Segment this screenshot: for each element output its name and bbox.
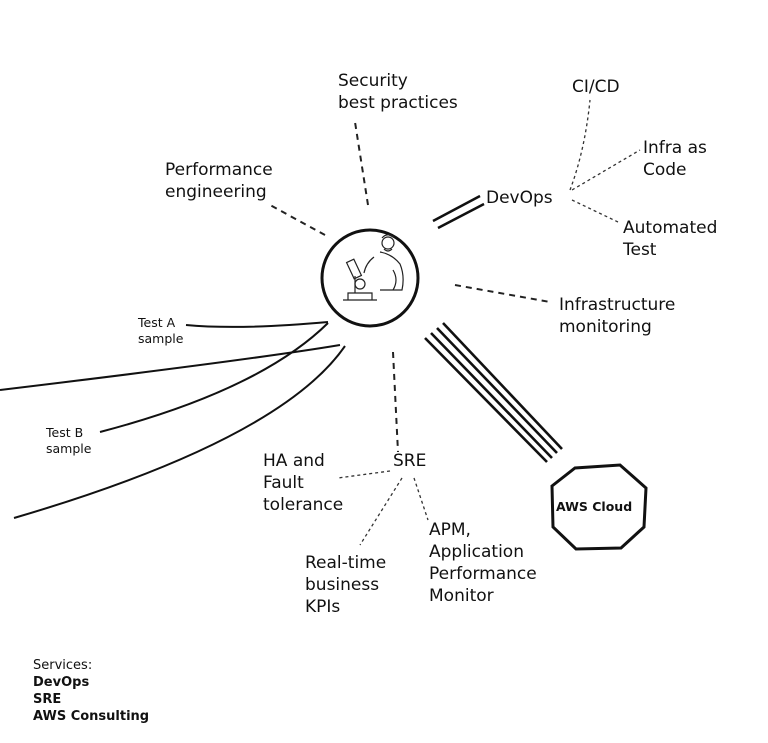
node-security-line2: best practices	[338, 93, 458, 113]
connector-cicd	[569, 99, 591, 191]
node-infra-as-code-line1: Infra as	[643, 138, 707, 158]
node-security-line1: Security	[338, 71, 408, 91]
arc-test-b-upper	[99, 322, 329, 433]
center-circle	[320, 228, 420, 328]
node-automated-test-line1: Automated	[623, 218, 718, 238]
connector-performance	[269, 204, 326, 236]
node-automated-test: Automated Test	[623, 217, 717, 261]
node-test-a-line1: Test A	[138, 315, 176, 330]
node-infra-as-code-line2: Code	[643, 160, 687, 180]
node-realtime-line1: Real-time	[305, 553, 387, 573]
node-infra-monitoring-line1: Infrastructure	[559, 295, 676, 315]
connector-ha	[337, 470, 391, 479]
node-performance-line1: Performance	[165, 160, 273, 180]
node-infra-monitoring-line2: monitoring	[559, 317, 652, 337]
connector-automated-test	[571, 199, 619, 223]
node-test-b-line1: Test B	[46, 425, 84, 440]
dotted-connectors	[337, 99, 641, 546]
node-apm-line1: APM,	[429, 520, 471, 540]
hexagon-icon	[550, 463, 648, 551]
node-apm-line2: Application	[429, 542, 524, 562]
node-ha-fault-line3: tolerance	[263, 495, 344, 515]
node-realtime-line3: KPIs	[305, 597, 341, 617]
service-item: SRE	[33, 692, 62, 707]
node-cicd: CI/CD	[572, 76, 620, 98]
node-test-a-line2: sample	[138, 331, 184, 346]
arc-test-a-outer	[0, 344, 341, 391]
node-apm-line3: Performance	[429, 564, 537, 584]
arc-test-b	[13, 345, 346, 519]
node-security: Security best practices	[338, 70, 458, 114]
node-test-b: Test B sample	[46, 425, 91, 457]
connector-sre	[392, 351, 399, 453]
node-ha-fault-line2: Fault	[263, 473, 304, 493]
connector-infra-monitoring	[454, 284, 551, 303]
node-automated-test-line2: Test	[623, 240, 657, 260]
node-test-b-line2: sample	[46, 441, 92, 456]
node-performance-line2: engineering	[165, 182, 267, 202]
service-item: DevOps	[33, 675, 90, 690]
services-heading: Services:	[33, 658, 93, 673]
node-cicd-line1: CI/CD	[572, 77, 620, 97]
node-devops: DevOps	[486, 187, 553, 209]
node-devops-line1: DevOps	[486, 188, 553, 208]
node-infra-monitoring: Infrastructure monitoring	[559, 294, 675, 338]
node-ha-fault-line1: HA and	[263, 451, 325, 471]
node-realtime-line2: business	[305, 575, 380, 595]
connector-security	[354, 121, 369, 206]
node-realtime: Real-time business KPIs	[305, 552, 386, 618]
arc-test-a	[185, 321, 329, 328]
node-ha-fault: HA and Fault tolerance	[263, 450, 343, 516]
node-sre-line1: SRE	[393, 451, 427, 471]
service-item: AWS Consulting	[33, 709, 150, 724]
node-performance: Performance engineering	[165, 159, 273, 203]
connector-apm	[413, 477, 429, 521]
quad-connector-aws	[424, 322, 563, 463]
node-apm: APM, Application Performance Monitor	[429, 519, 537, 607]
aws-cloud-label: AWS Cloud	[556, 499, 633, 514]
node-infra-as-code: Infra as Code	[643, 137, 707, 181]
node-apm-line4: Monitor	[429, 586, 494, 606]
node-test-a: Test A sample	[138, 315, 183, 347]
services-list: Services: DevOps SRE AWS Consulting	[33, 657, 149, 725]
dashed-connectors	[269, 121, 551, 453]
double-connector-devops	[432, 194, 485, 230]
connector-realtime	[359, 477, 403, 546]
scientist-microscope-icon	[343, 234, 404, 301]
node-sre: SRE	[393, 450, 426, 472]
connector-infra-as-code	[571, 149, 641, 191]
